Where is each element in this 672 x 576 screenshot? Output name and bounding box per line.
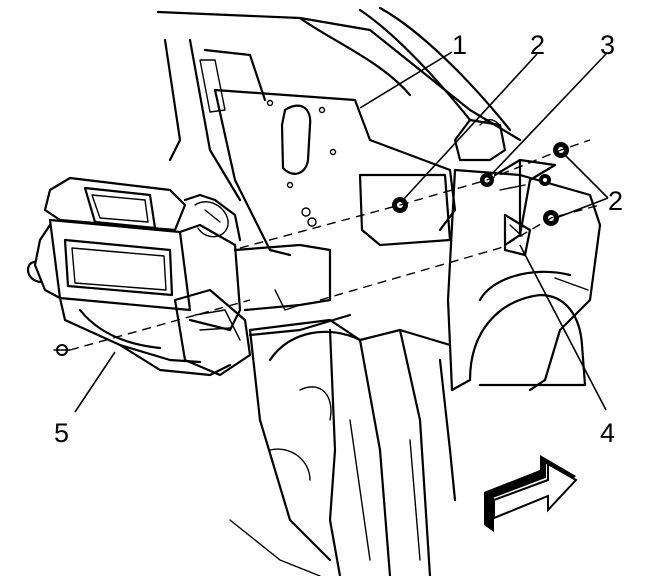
inner-fender bbox=[229, 168, 602, 576]
callout-labels: 1 2 3 2 4 5 bbox=[54, 30, 623, 448]
leader-lines bbox=[74, 51, 609, 413]
callout-2-top: 2 bbox=[530, 30, 545, 60]
callout-1: 1 bbox=[452, 30, 467, 60]
callout-3: 3 bbox=[600, 30, 615, 60]
hvac-module bbox=[27, 176, 352, 377]
forward-arrow-icon bbox=[484, 455, 578, 532]
callout-4: 4 bbox=[600, 418, 615, 448]
dash-panel bbox=[156, 6, 522, 257]
nut-bracket-small bbox=[539, 174, 551, 186]
callout-5: 5 bbox=[54, 418, 69, 448]
callout-2-right: 2 bbox=[608, 186, 623, 216]
alignment-lines bbox=[69, 139, 601, 351]
